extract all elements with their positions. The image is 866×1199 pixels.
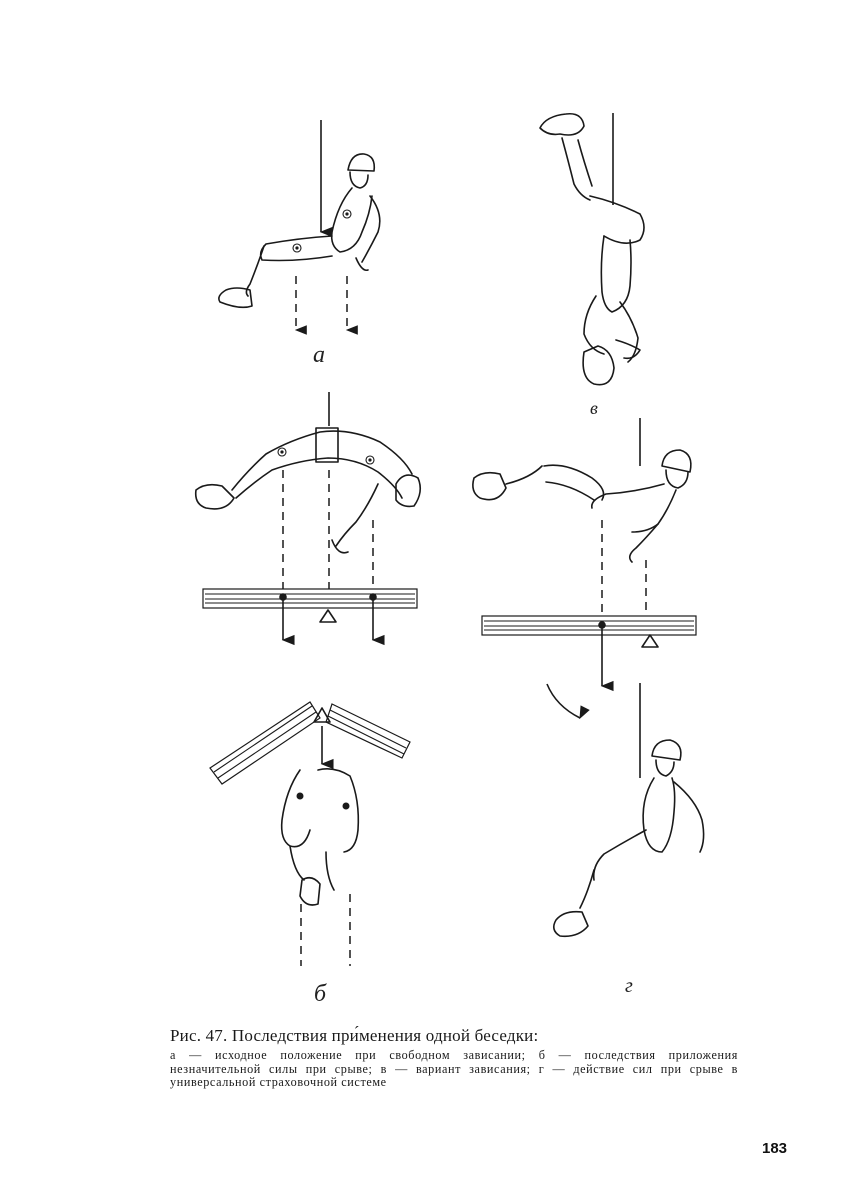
helmet-icon [396,475,420,506]
panel-v-figure [540,113,644,385]
panel-a-figure [219,120,380,330]
curved-arrow-icon [547,684,580,718]
lever-beam [482,616,696,686]
panel-b-figure [196,392,421,640]
page-number: 183 [762,1140,787,1157]
boot-icon [300,878,320,905]
boot-icon [473,473,506,500]
lever-beam [203,589,417,640]
panel-g-figure [473,418,704,936]
fulcrum-icon [320,610,336,622]
panel-label-b: б [314,981,326,1008]
helmet-icon [652,740,681,760]
panel-b-folded-figure [210,702,410,966]
panel-label-a: а [313,342,325,369]
helmet-icon [348,154,374,171]
figure-caption-title: Рис. 47. Последствия при́менения одной б… [170,1026,750,1046]
fulcrum-icon [642,635,658,647]
panel-label-v: в [590,398,598,419]
helmet-icon [662,450,691,472]
panel-label-g: г [625,975,633,998]
figure-caption-body: а — исходное положение при свободном зав… [170,1049,738,1090]
boot-icon [540,114,584,135]
boot-icon [554,912,588,937]
boot-icon [196,485,234,509]
